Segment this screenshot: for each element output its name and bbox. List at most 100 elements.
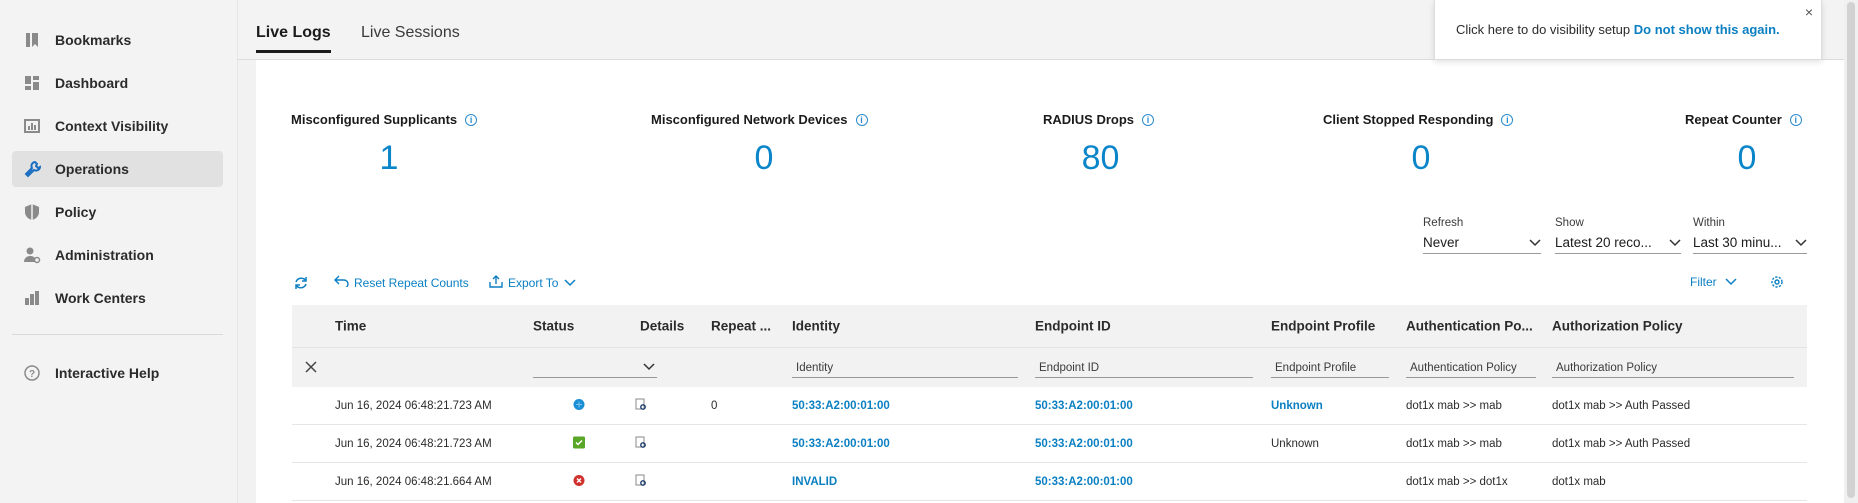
within-value: Last 30 minu... xyxy=(1693,235,1782,250)
vertical-scrollbar[interactable] xyxy=(1844,0,1858,503)
visibility-setup-notice[interactable]: Click here to do visibility setup Do not… xyxy=(1434,0,1822,60)
sidebar-divider xyxy=(12,334,223,335)
scrollbar-thumb[interactable] xyxy=(1847,2,1855,498)
tab-live-sessions[interactable]: Live Sessions xyxy=(361,24,460,41)
tab-live-logs[interactable]: Live Logs xyxy=(256,24,331,53)
refresh-label: Refresh xyxy=(1423,217,1464,229)
metric-value[interactable]: 0 xyxy=(1737,139,1757,177)
cell-time: Jun 16, 2024 06:48:21.664 AM xyxy=(335,475,492,488)
table-row[interactable]: Jun 16, 2024 06:48:21.664 AM INVALID 50:… xyxy=(292,463,1807,501)
show-label: Show xyxy=(1555,217,1584,229)
sidebar-item-bookmarks[interactable]: Bookmarks xyxy=(12,22,223,58)
info-icon[interactable]: i xyxy=(465,113,478,126)
column-header-endpoint-id[interactable]: Endpoint ID xyxy=(1035,318,1111,334)
table-header: Time Status Details Repeat ... Identity … xyxy=(292,305,1807,347)
endpoint-profile-filter-input[interactable]: Endpoint Profile xyxy=(1271,356,1389,378)
pass-status-icon[interactable] xyxy=(573,436,585,451)
sidebar-item-label: Interactive Help xyxy=(55,365,160,381)
column-header-endpoint-profile[interactable]: Endpoint Profile xyxy=(1271,318,1376,334)
cell-identity-link[interactable]: INVALID xyxy=(792,475,838,488)
sidebar-item-work-centers[interactable]: Work Centers xyxy=(12,280,223,316)
column-header-authorization-policy[interactable]: Authorization Policy xyxy=(1552,318,1683,334)
details-icon[interactable] xyxy=(635,436,647,452)
filter-button[interactable]: Filter xyxy=(1690,275,1742,289)
refresh-select[interactable]: Never xyxy=(1423,232,1541,254)
within-select[interactable]: Last 30 minu... xyxy=(1693,232,1807,254)
fail-status-icon[interactable] xyxy=(573,474,585,489)
export-to-label: Export To xyxy=(508,276,559,290)
column-header-authentication-policy[interactable]: Authentication Po... xyxy=(1406,318,1533,334)
show-select[interactable]: Latest 20 reco... xyxy=(1555,232,1681,254)
chevron-down-icon xyxy=(1529,235,1541,250)
sidebar-item-context-visibility[interactable]: Context Visibility xyxy=(12,108,223,144)
cell-identity-link[interactable]: 50:33:A2:00:01:00 xyxy=(792,437,890,450)
details-icon[interactable] xyxy=(635,474,647,490)
export-to-button[interactable]: Export To xyxy=(489,275,581,291)
reset-repeat-counts-button[interactable]: Reset Repeat Counts xyxy=(334,275,469,290)
settings-button[interactable] xyxy=(1770,275,1789,292)
export-icon xyxy=(489,275,508,291)
sidebar-item-operations[interactable]: Operations xyxy=(12,151,223,187)
within-filter: Within Last 30 minu... xyxy=(1693,217,1807,254)
sidebar: Bookmarks Dashboard Context Visibility O… xyxy=(0,0,238,503)
info-icon[interactable]: i xyxy=(855,113,868,126)
sidebar-item-dashboard[interactable]: Dashboard xyxy=(12,65,223,101)
cell-authorization-policy: dot1x mab >> Auth Passed xyxy=(1552,399,1691,412)
cell-identity-link[interactable]: 50:33:A2:00:01:00 xyxy=(792,399,890,412)
details-icon[interactable] xyxy=(635,398,647,414)
table-row[interactable]: Jun 16, 2024 06:48:21.723 AM 0 50:33:A2:… xyxy=(292,387,1807,425)
chevron-down-icon xyxy=(1795,235,1807,250)
chevron-down-icon xyxy=(1669,235,1681,250)
cell-endpoint-id-link[interactable]: 50:33:A2:00:01:00 xyxy=(1035,475,1133,488)
column-header-identity[interactable]: Identity xyxy=(792,318,841,334)
column-header-time[interactable]: Time xyxy=(335,318,367,334)
cell-endpoint-id-link[interactable]: 50:33:A2:00:01:00 xyxy=(1035,399,1133,412)
sidebar-item-label: Operations xyxy=(55,161,129,177)
table-row[interactable]: Jun 16, 2024 06:48:21.723 AM 50:33:A2:00… xyxy=(292,425,1807,463)
info-icon[interactable]: i xyxy=(1501,113,1514,126)
refresh-button[interactable] xyxy=(293,275,314,294)
close-icon[interactable]: × xyxy=(1804,4,1813,20)
sidebar-item-administration[interactable]: Administration xyxy=(12,237,223,273)
authorization-policy-filter-input[interactable]: Authorization Policy xyxy=(1552,356,1794,378)
show-filter: Show Latest 20 reco... xyxy=(1555,217,1681,254)
info-icon[interactable]: i xyxy=(1789,113,1802,126)
sidebar-item-policy[interactable]: Policy xyxy=(12,194,223,230)
sidebar-item-label: Administration xyxy=(55,247,154,263)
cell-endpoint-profile: Unknown xyxy=(1271,437,1319,450)
cell-endpoint-profile-link[interactable]: Unknown xyxy=(1271,399,1323,412)
authentication-policy-filter-input[interactable]: Authentication Policy xyxy=(1406,356,1536,378)
identity-filter-input[interactable]: Identity xyxy=(792,356,1018,378)
info-icon[interactable]: i xyxy=(1142,113,1155,126)
metric-value[interactable]: 0 xyxy=(1411,139,1431,177)
column-header-repeat[interactable]: Repeat ... xyxy=(711,318,772,334)
notice-text[interactable]: Click here to do visibility setup xyxy=(1456,22,1631,37)
metric-value[interactable]: 0 xyxy=(754,139,774,177)
sidebar-item-label: Dashboard xyxy=(55,75,129,91)
do-not-show-again-link[interactable]: Do not show this again. xyxy=(1633,22,1780,37)
wrench-icon xyxy=(22,159,42,179)
cell-authentication-policy: dot1x mab >> mab xyxy=(1406,437,1502,450)
gear-icon xyxy=(1770,275,1789,292)
clear-filters-icon[interactable] xyxy=(304,360,318,379)
column-header-status[interactable]: Status xyxy=(533,318,575,334)
admin-user-icon xyxy=(22,245,42,265)
metric-value[interactable]: 1 xyxy=(379,139,399,177)
work-centers-icon xyxy=(22,288,42,308)
cell-repeat: 0 xyxy=(711,399,718,412)
sidebar-item-label: Context Visibility xyxy=(55,118,169,134)
chevron-down-icon xyxy=(564,276,581,290)
chevron-down-icon xyxy=(1725,275,1742,289)
sidebar-item-interactive-help[interactable]: ? Interactive Help xyxy=(12,355,223,391)
column-header-details[interactable]: Details xyxy=(640,318,685,334)
metric-value[interactable]: 80 xyxy=(1081,139,1120,177)
endpoint-id-filter-input[interactable]: Endpoint ID xyxy=(1035,356,1253,378)
cell-endpoint-id-link[interactable]: 50:33:A2:00:01:00 xyxy=(1035,437,1133,450)
status-filter-select[interactable] xyxy=(533,356,657,378)
session-status-icon[interactable] xyxy=(573,398,585,413)
